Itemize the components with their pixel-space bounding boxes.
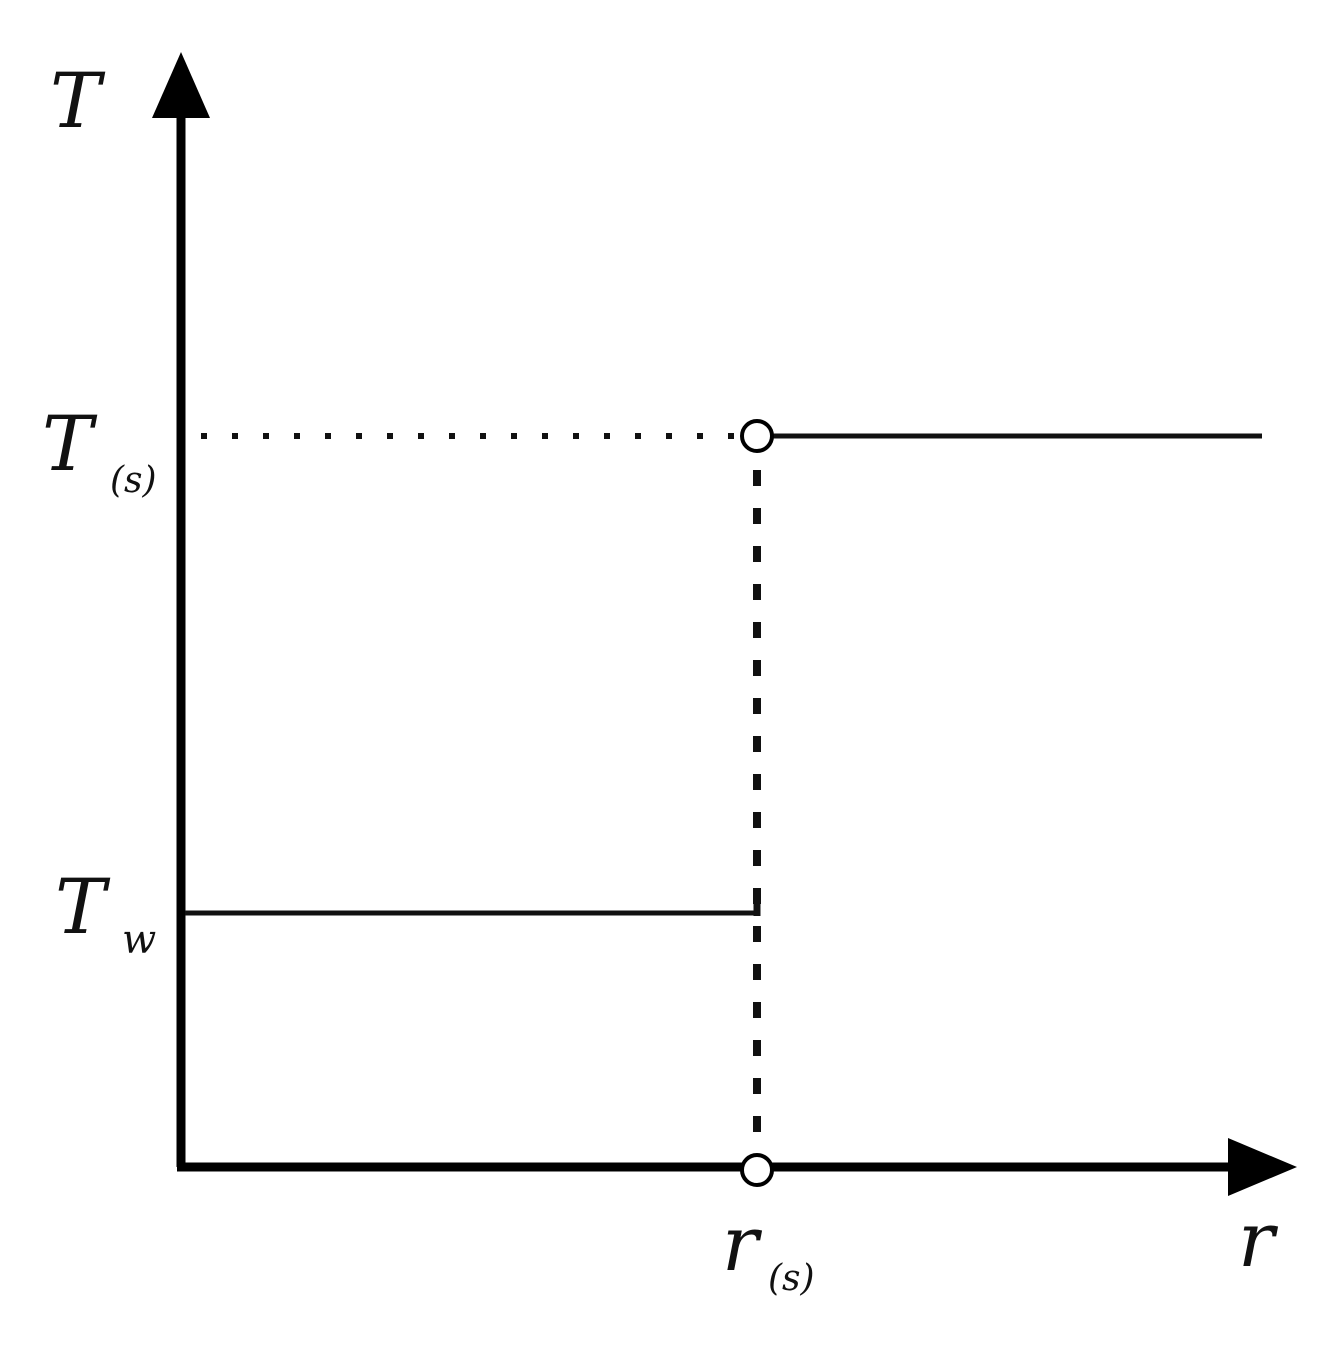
ts-open-circle-marker [740, 419, 774, 453]
tw-label-subscript: w [122, 917, 156, 963]
y-axis-arrowhead-icon [152, 52, 210, 118]
x-axis-arrowhead-icon [1228, 1138, 1297, 1196]
y-axis-label: T [50, 56, 106, 145]
rs-open-circle-marker [740, 1153, 774, 1187]
ts-label: T [42, 399, 98, 488]
ts-label-subscript: (s) [110, 460, 157, 501]
rs-label-subscript: (s) [768, 1258, 815, 1299]
x-axis-label: r [1238, 1195, 1279, 1284]
tw-label: T [55, 862, 111, 951]
rs-label: r [722, 1199, 763, 1288]
